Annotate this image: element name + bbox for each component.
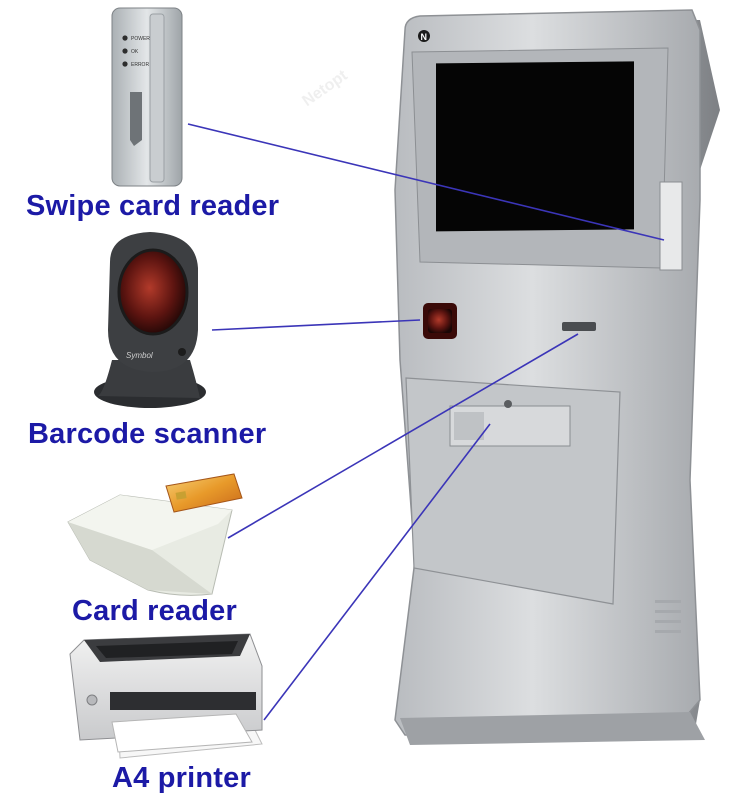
leader-line-card xyxy=(227,333,579,539)
led-ok-label: OK xyxy=(131,49,139,55)
barcode-scanner: Symbol xyxy=(94,232,206,408)
leader-line-swipe xyxy=(187,123,665,241)
leader-line-barcode xyxy=(211,319,421,331)
kiosk: N xyxy=(394,9,720,745)
kiosk-swipe-slot xyxy=(659,181,683,271)
label-swipe-card-reader: Swipe card reader xyxy=(26,190,280,222)
leader-line-printer xyxy=(263,423,491,721)
svg-text:N: N xyxy=(421,32,428,42)
scanner-brand: Symbol xyxy=(126,351,153,360)
label-a4-printer: A4 printer xyxy=(112,762,251,794)
kiosk-base xyxy=(400,712,705,745)
led-error-label: ERROR xyxy=(131,62,149,68)
card-reader xyxy=(67,473,243,596)
swipe-card-reader: POWER OK ERROR xyxy=(111,7,183,187)
label-card-reader: Card reader xyxy=(72,595,237,627)
kiosk-screen xyxy=(436,61,634,232)
card-icon xyxy=(165,473,243,513)
a4-printer xyxy=(69,633,263,759)
kiosk-card-slot xyxy=(562,322,596,331)
leader-lines xyxy=(187,123,665,721)
label-barcode-scanner: Barcode scanner xyxy=(28,418,267,450)
kiosk-logo: N xyxy=(418,30,430,42)
led-power-label: POWER xyxy=(131,36,150,42)
door-lock xyxy=(504,400,512,408)
